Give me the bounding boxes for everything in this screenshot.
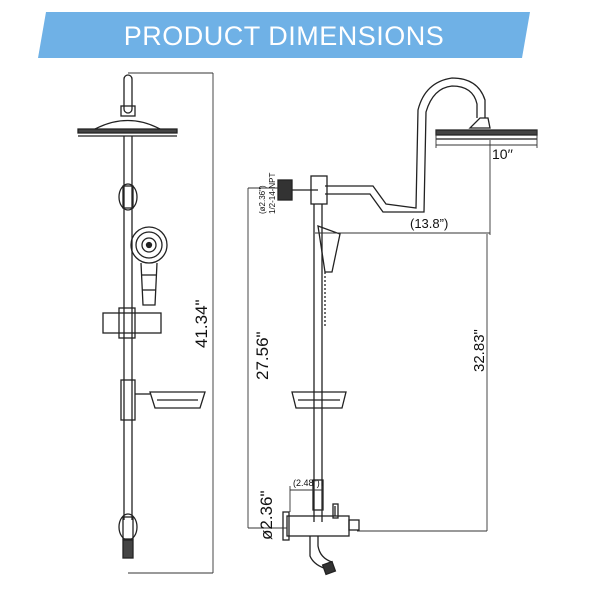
front-view-shower: [77, 74, 206, 559]
pipe-outer-label: (ø2.36"): [258, 185, 267, 214]
inlet-spacing-label: (2.48"): [293, 478, 320, 488]
bar-length-label: 27.56": [253, 331, 272, 380]
arm-reach-label: (13.8”): [410, 216, 448, 231]
header-banner: [38, 12, 530, 58]
head-diameter-label: 10′′: [492, 146, 513, 162]
front-height-dimension: [128, 72, 214, 574]
inlet-diameter-label: ø2.36": [257, 490, 276, 540]
head-height-label: 32.83": [471, 329, 488, 372]
front-height-label: 41.34": [192, 299, 211, 348]
page-title: PRODUCT DIMENSIONS: [123, 21, 445, 51]
side-view-shower: [277, 77, 538, 576]
side-dimension-lines: [247, 130, 538, 532]
pipe-thread-label: 1/2-14-NPT: [268, 173, 277, 214]
